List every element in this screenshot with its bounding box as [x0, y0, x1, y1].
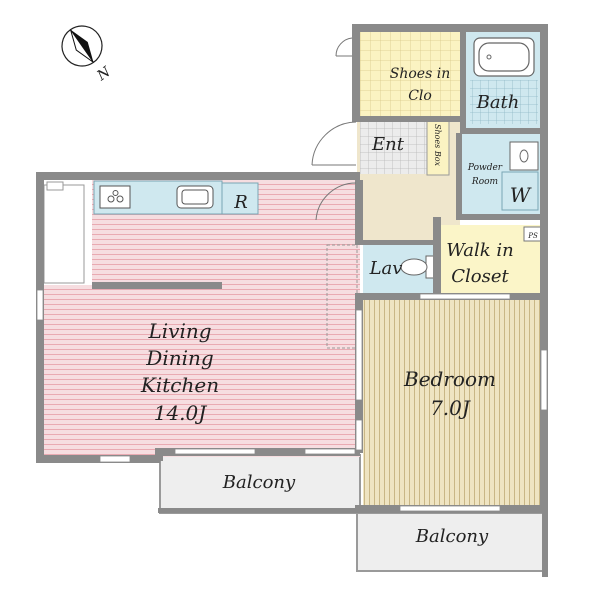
- refrigerator-space: [221, 182, 259, 215]
- ldk-door: [315, 182, 357, 221]
- bedroom-size: 7.0J: [430, 396, 471, 420]
- windows: [36, 289, 548, 512]
- entry-door: [311, 121, 357, 166]
- shoes-box-label: Shoes Box: [433, 124, 442, 167]
- walk-in-closet-line1: Walk in: [446, 240, 513, 261]
- balcony-right: [356, 512, 548, 572]
- refrigerator-label: R: [233, 192, 248, 213]
- powder-room-line1: Powder: [467, 163, 503, 173]
- compass-icon: [61, 25, 103, 67]
- ldk-label-line1: Living: [147, 319, 211, 343]
- ps-label: PS: [527, 232, 538, 240]
- ldk-size: 14.0J: [154, 401, 208, 425]
- lavatory: [363, 245, 436, 293]
- ldk-room: [42, 180, 360, 457]
- balcony-left-label: Balcony: [222, 472, 296, 493]
- washer-space: [501, 171, 539, 211]
- shoes-closet-line2: Clo: [408, 88, 432, 104]
- entrance-label: Ent: [371, 134, 405, 155]
- stove-icon: [99, 185, 131, 209]
- powder-room: [462, 133, 542, 215]
- sink-icon: [176, 185, 214, 209]
- ldk-label-line3: Kitchen: [140, 373, 219, 397]
- washer-label: W: [510, 183, 532, 207]
- bath-label: Bath: [476, 92, 520, 113]
- ldk-label-line2: Dining: [145, 346, 213, 370]
- balcony-right-label: Balcony: [415, 526, 489, 547]
- toilet-icon: [400, 255, 435, 279]
- washbasin-icon: [509, 141, 539, 171]
- lavatory-label: Lav: [369, 258, 403, 279]
- entrance: [360, 122, 427, 174]
- bath: [466, 32, 542, 128]
- bedroom: [363, 300, 543, 508]
- powder-room-line2: Room: [471, 177, 498, 187]
- balcony-left: [159, 454, 361, 514]
- compass-north-label: N: [94, 64, 115, 85]
- bathtub-icon: [473, 37, 535, 77]
- closet-door: [335, 37, 353, 57]
- ldk-closet: [43, 181, 85, 284]
- shoes-closet-line1: Shoes in: [390, 66, 450, 82]
- walk-in-closet-line2: Closet: [451, 266, 509, 287]
- bedroom-label: Bedroom: [403, 367, 496, 391]
- shoes-closet: [360, 30, 460, 116]
